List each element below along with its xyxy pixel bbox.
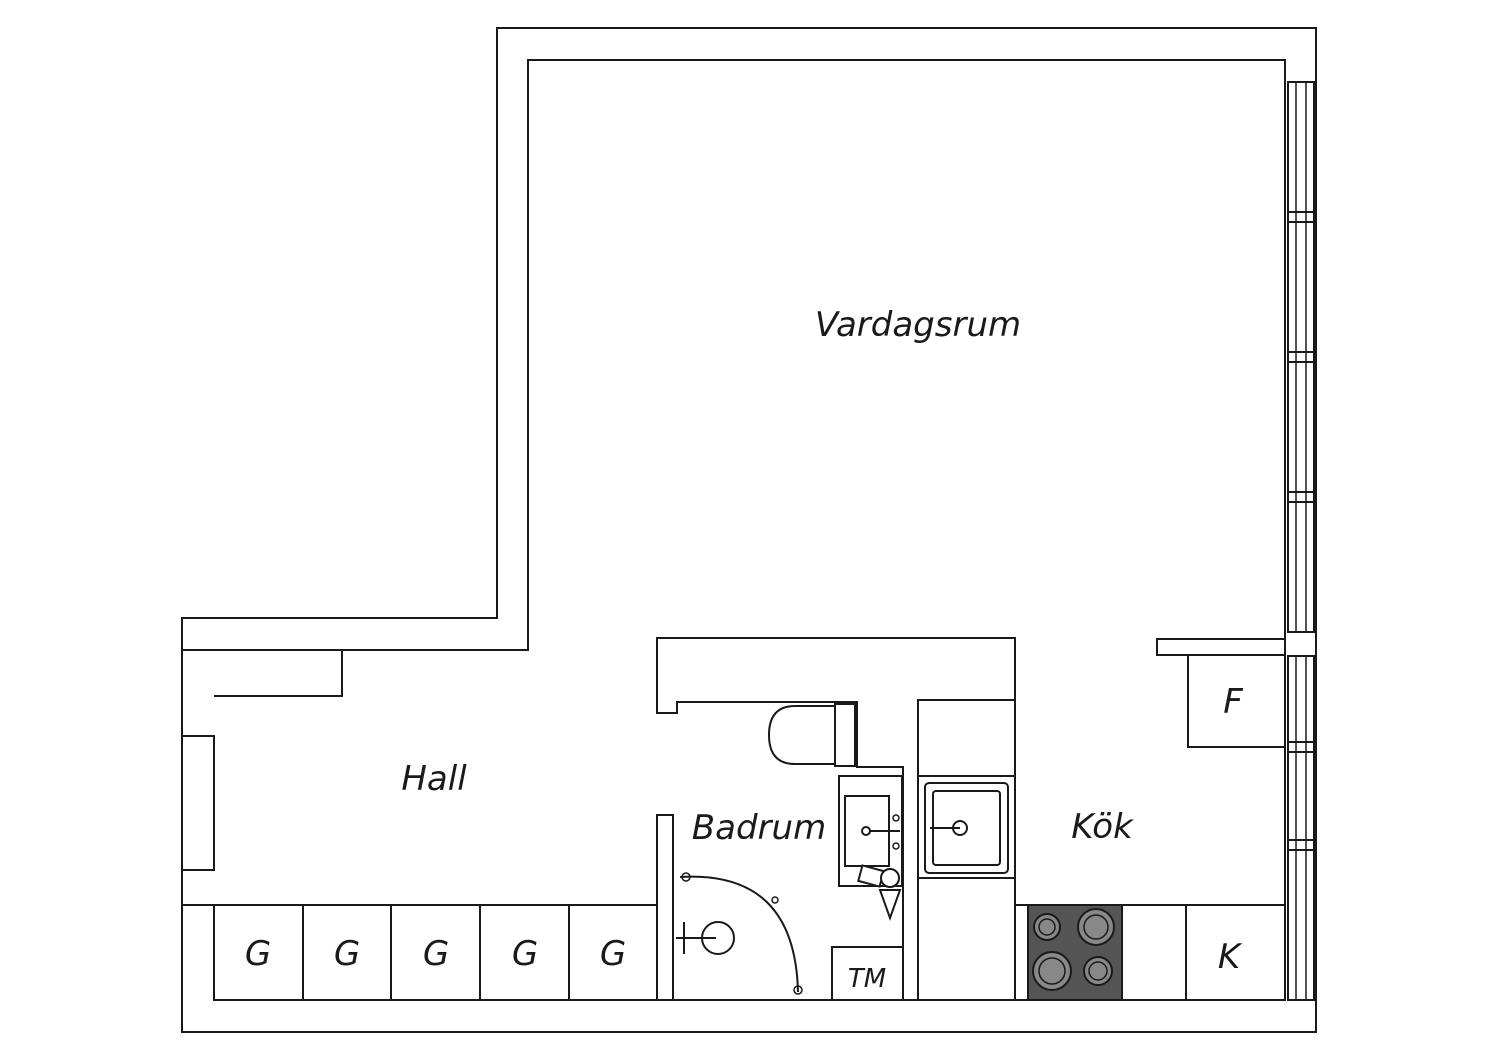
kitchen-counter (918, 775, 1015, 879)
bathroom-left-wall (656, 814, 674, 1001)
bathroom-accessory (857, 864, 902, 921)
wardrobes (213, 904, 658, 1001)
kitchen-sink (924, 782, 1009, 874)
wardrobe-label-4: G (512, 934, 538, 974)
room-label-bathroom: Badrum (692, 808, 826, 848)
room-label-living: Vardagsrum (815, 305, 1021, 345)
freezer-label: K (1218, 937, 1243, 977)
exterior-wall (181, 27, 1317, 1033)
room-label-kitchen: Kök (1071, 807, 1134, 847)
hall-shelf (214, 650, 343, 697)
bathroom-sink (838, 775, 903, 887)
fridge-label: F (1223, 682, 1243, 722)
washer-box (831, 946, 904, 1001)
wardrobe-label-1: G (245, 934, 271, 974)
toilet (767, 703, 856, 767)
fridge-box (1187, 655, 1285, 748)
window-right-lower (1287, 655, 1315, 1001)
kitchen-stub-wall (1156, 638, 1286, 656)
wardrobe-label-5: G (600, 934, 626, 974)
washer-label: TM (848, 964, 886, 994)
room-label-hall: Hall (401, 759, 467, 799)
window-right-upper (1287, 81, 1315, 633)
wardrobe-label-3: G (423, 934, 449, 974)
wardrobe-label-2: G (334, 934, 360, 974)
shower (676, 872, 803, 995)
stove-top (1027, 904, 1123, 1001)
